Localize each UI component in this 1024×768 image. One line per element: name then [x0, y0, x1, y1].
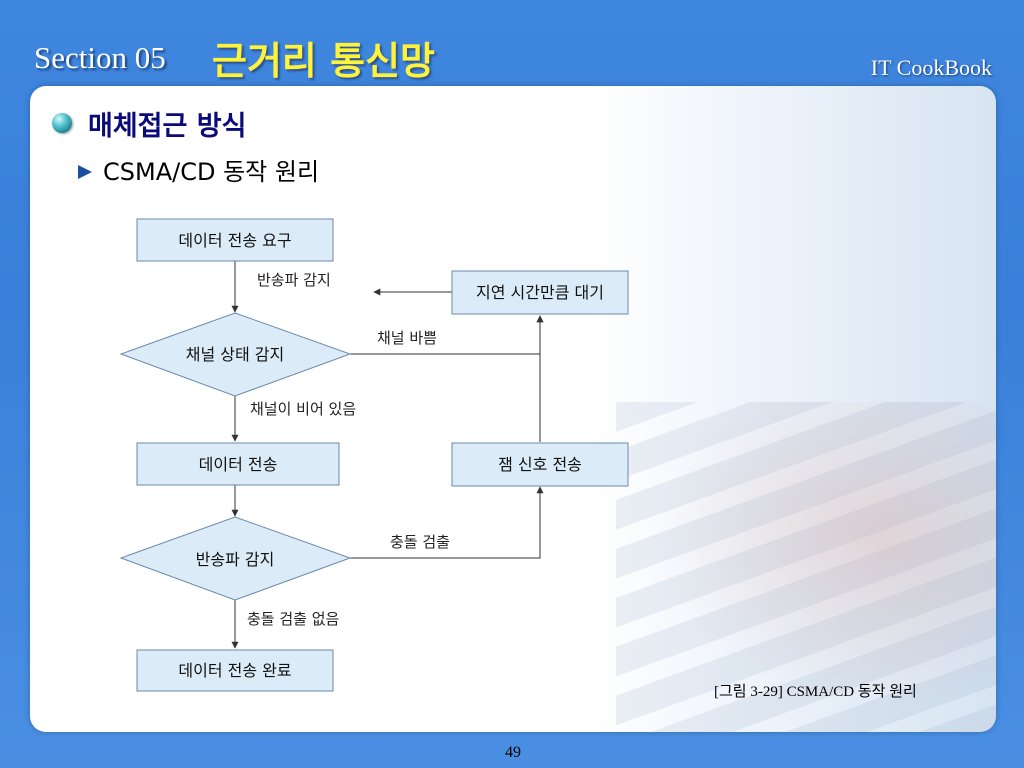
triangle-bullet-icon — [78, 165, 92, 179]
brand-label: IT CookBook — [870, 55, 992, 80]
node-transmit-label: 데이터 전송 — [199, 455, 278, 474]
orb-bullet-icon — [52, 113, 72, 133]
edge-no-collision-label: 충돌 검출 없음 — [247, 610, 339, 628]
slide-title: 근거리 통신망 — [212, 39, 435, 83]
edge-channel-busy-label: 채널 바쁨 — [377, 329, 437, 347]
keyboard-background-image — [616, 402, 996, 732]
edge-carrier-detect-label: 반송파 감지 — [257, 271, 331, 289]
node-carrier-label: 반송파 감지 — [196, 550, 275, 569]
node-wait-label: 지연 시간만큼 대기 — [476, 283, 604, 302]
edge-channel-idle-label: 채널이 비어 있음 — [250, 400, 356, 418]
heading-csma-cd: CSMA/CD 동작 원리 — [103, 158, 320, 186]
node-jam-label: 잼 신호 전송 — [498, 455, 582, 474]
heading-media-access: 매체접근 방식 — [88, 111, 247, 142]
edge-collision-to-jam — [350, 486, 544, 559]
page-number: 49 — [505, 744, 521, 761]
node-request-label: 데이터 전송 요구 — [178, 231, 291, 250]
node-transmit-box — [136, 442, 340, 486]
edge-collision-label: 충돌 검출 — [390, 533, 450, 551]
node-wait-box — [451, 270, 629, 315]
node-sense-diamond — [119, 312, 352, 397]
node-complete-box — [136, 649, 334, 692]
node-complete-label: 데이터 전송 완료 — [178, 661, 291, 680]
figure-caption: [그림 3-29] CSMA/CD 동작 원리 — [714, 684, 917, 700]
node-jam-box — [451, 442, 629, 487]
node-carrier-diamond — [119, 516, 352, 601]
content-panel — [30, 86, 996, 732]
node-request-box — [136, 218, 334, 262]
section-label: Section 05 — [34, 40, 166, 75]
node-sense-label: 채널 상태 감지 — [186, 345, 285, 364]
